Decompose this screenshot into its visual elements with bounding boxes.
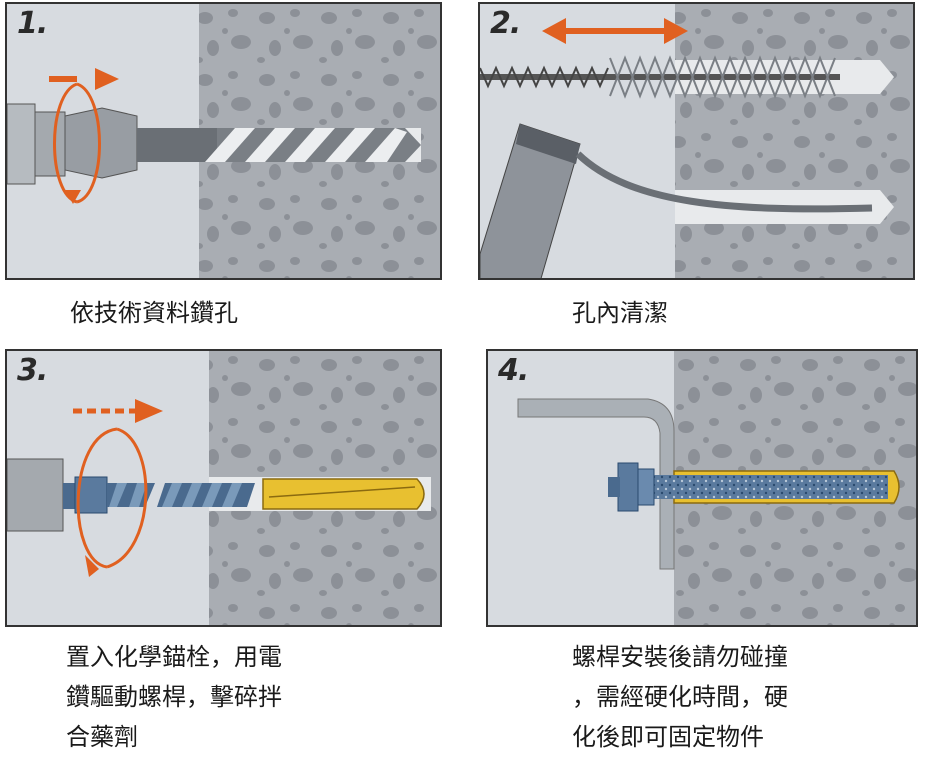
caption-line: ，需經硬化時間，硬 <box>572 683 788 711</box>
caption-line: 依技術資料鑽孔 <box>70 299 238 327</box>
concrete-icon <box>480 4 913 278</box>
step-4-caption: 螺桿安裝後請勿碰撞 ，需經硬化時間，硬 化後即可固定物件 <box>572 637 788 757</box>
step-4-panel: 4. <box>486 349 918 627</box>
step-1-number: 1. <box>17 6 48 41</box>
brush-icon <box>480 55 840 99</box>
rotation-arrow-icon <box>49 68 119 204</box>
blower-icon <box>480 123 873 278</box>
drill-icon <box>7 103 421 185</box>
step-3-number: 3. <box>17 353 48 388</box>
step-2-panel: 2. <box>478 2 915 280</box>
caption-line: 孔內清潔 <box>572 299 668 327</box>
step-3-panel: 3. <box>5 349 442 627</box>
caption-line: 合藥劑 <box>66 723 138 751</box>
step-1-panel: 1. <box>5 2 442 280</box>
step-4-number: 4. <box>498 353 529 388</box>
rotation-arrow-icon <box>73 399 163 577</box>
double-arrow-icon <box>542 18 688 44</box>
caption-line: 化後即可固定物件 <box>572 723 764 751</box>
concrete-icon <box>517 351 916 625</box>
caption-line: 螺桿安裝後請勿碰撞 <box>572 643 788 671</box>
step-3-caption: 置入化學錨栓，用電 鑽驅動螺桿，擊碎拌 合藥劑 <box>66 637 282 757</box>
caption-line: 置入化學錨栓，用電 <box>66 643 282 671</box>
drill-icon <box>7 458 64 532</box>
step-2-caption: 孔內清潔 <box>572 293 668 333</box>
resin-capsule-icon <box>262 478 425 510</box>
concrete-icon <box>7 4 440 278</box>
step-1-caption: 依技術資料鑽孔 <box>70 293 238 333</box>
step-2-number: 2. <box>490 6 521 41</box>
bracket-icon <box>517 398 675 570</box>
concrete-icon <box>7 351 440 625</box>
anchor-rod-icon <box>608 462 888 512</box>
caption-line: 鑽驅動螺桿，擊碎拌 <box>66 683 282 711</box>
